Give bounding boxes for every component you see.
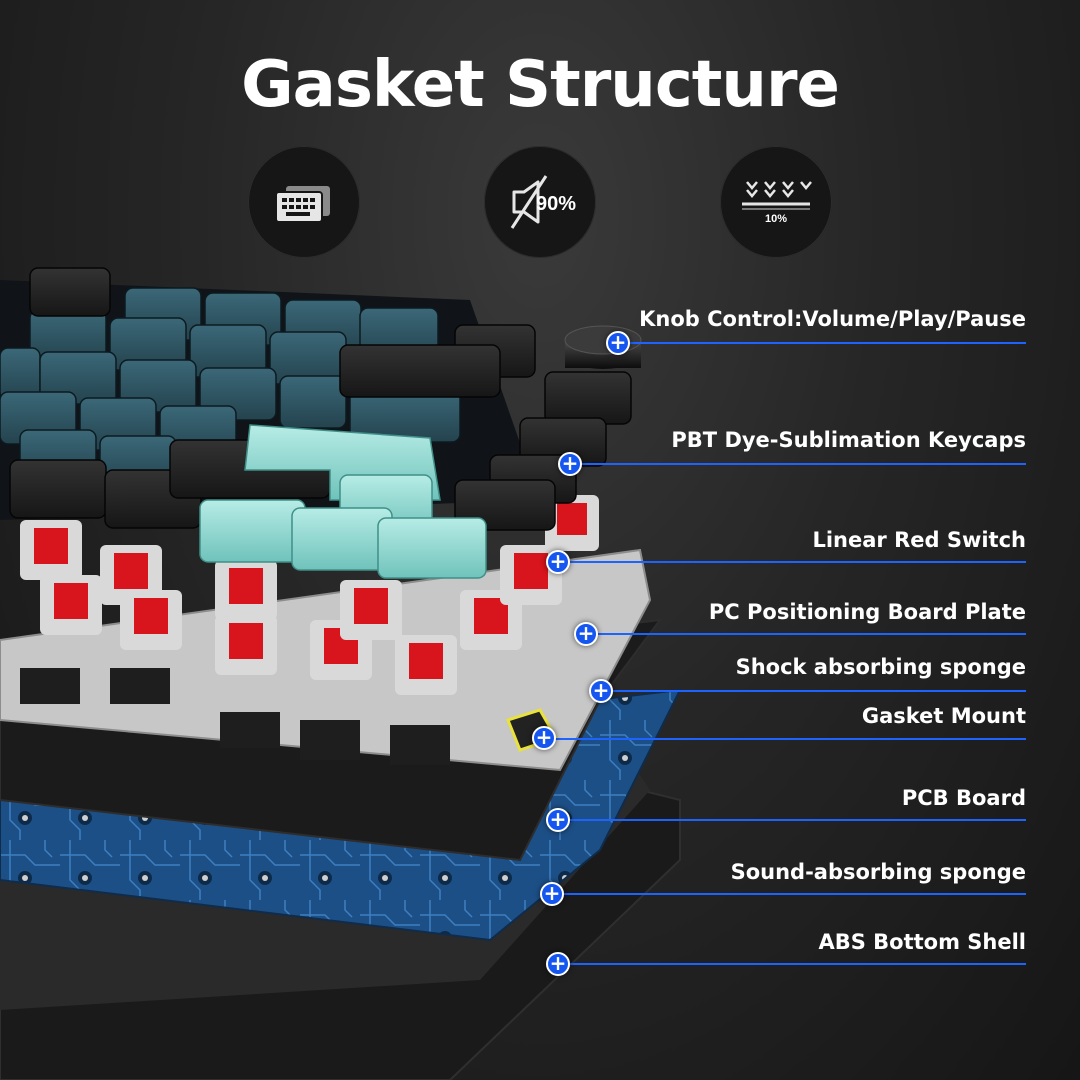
hotspot-pcb[interactable]: + (546, 808, 570, 832)
hotspot-switch[interactable]: + (546, 550, 570, 574)
label-bottom-shell: ABS Bottom Shell (818, 930, 1026, 954)
red-switches (20, 495, 599, 695)
hotspot-sound-sponge[interactable]: + (540, 882, 564, 906)
keyboard-layers-icon (275, 186, 330, 223)
pressure-value: 10% (765, 213, 787, 225)
hotspot-plate[interactable]: + (574, 622, 598, 646)
label-shock-sponge: Shock absorbing sponge (735, 655, 1026, 679)
leader-line-knob (618, 342, 1026, 344)
leader-line-gasket (544, 738, 1026, 740)
keycaps (0, 267, 642, 579)
feature-badge-keyboard (248, 146, 360, 258)
noise-reduction-value: 90% (536, 193, 576, 215)
leader-line-switch (558, 561, 1026, 563)
hotspot-shock-sponge[interactable]: + (589, 679, 613, 703)
label-plate: PC Positioning Board Plate (708, 600, 1026, 624)
leader-line-pcb (558, 819, 1026, 821)
feature-badge-noise-reduction: 90% (484, 146, 596, 258)
muted-speaker-icon: 90% (510, 175, 576, 229)
pressure-arrows-icon: 10% (742, 181, 812, 225)
feature-badge-pressure: 10% (720, 146, 832, 258)
leader-line-bottom-shell (558, 963, 1026, 965)
hotspot-knob[interactable]: + (606, 331, 630, 355)
hotspot-gasket[interactable]: + (532, 726, 556, 750)
leader-line-plate (586, 633, 1026, 635)
label-pcb: PCB Board (901, 786, 1026, 810)
leader-line-shock-sponge (601, 690, 1026, 692)
leader-line-sound-sponge (552, 893, 1026, 895)
page-title: Gasket Structure (241, 48, 840, 122)
plate-cutouts (20, 668, 450, 765)
leader-line-keycaps (570, 463, 1026, 465)
label-sound-sponge: Sound-absorbing sponge (730, 860, 1026, 884)
label-switch: Linear Red Switch (812, 528, 1026, 552)
hotspot-keycaps[interactable]: + (558, 452, 582, 476)
hotspot-bottom-shell[interactable]: + (546, 952, 570, 976)
label-gasket: Gasket Mount (861, 704, 1026, 728)
label-knob-control: Knob Control:Volume/Play/Pause (639, 307, 1026, 331)
label-keycaps: PBT Dye-Sublimation Keycaps (671, 428, 1026, 452)
